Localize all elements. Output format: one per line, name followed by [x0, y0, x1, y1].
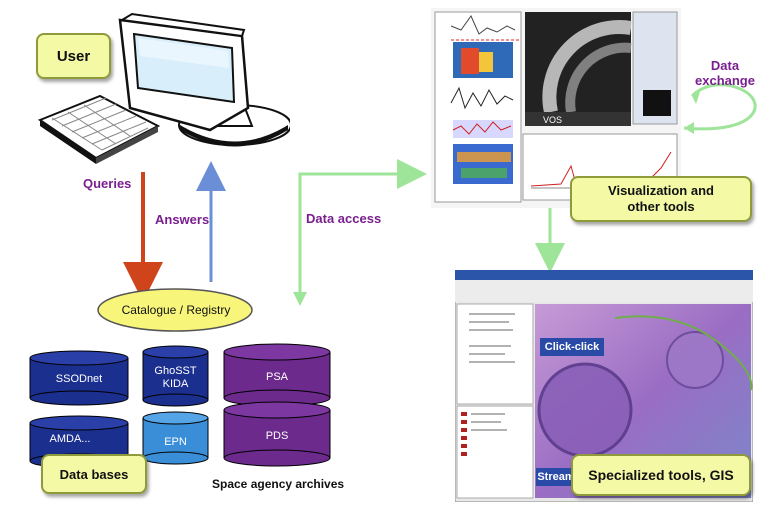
pds-label: PDS: [265, 430, 289, 442]
click-click-badge: Click-click: [540, 338, 604, 356]
ghosst-cylinder: [142, 345, 209, 407]
catalogue-label: Catalogue / Registry: [121, 303, 231, 317]
ssodnet-cylinder: [29, 350, 129, 406]
stream-label: Stream: [537, 471, 575, 483]
data-exchange-loop: [683, 83, 757, 131]
visualization-screenshot: VOS: [431, 8, 681, 208]
catalogue-ellipse: [97, 288, 253, 332]
ghosst-label: GhoSST KIDA: [154, 365, 197, 390]
visualization-callout: Visualization and other tools: [570, 176, 752, 222]
answers-label: Answers: [155, 212, 210, 227]
psa-label: PSA: [265, 371, 288, 383]
user-callout: User: [36, 33, 111, 79]
data-exchange-label: Data exchange: [695, 58, 755, 88]
databases-callout: Data bases: [41, 454, 147, 494]
queries-label: Queries: [83, 176, 132, 191]
computer-icon: [37, 12, 290, 164]
data-access-label: Data access: [306, 211, 382, 226]
stream-badge: Stream: [536, 468, 576, 486]
gis-label: Specialized tools, GIS: [588, 467, 734, 483]
visualization-label: Visualization and other tools: [608, 183, 714, 214]
user-label: User: [56, 47, 91, 65]
psa-cylinder: [223, 343, 331, 407]
ssodnet-label: SSODnet: [55, 373, 103, 385]
databases-label: Data bases: [59, 466, 129, 482]
epn-cylinder: [142, 411, 209, 465]
epn-label: EPN: [164, 436, 187, 448]
gis-callout: Specialized tools, GIS: [571, 454, 751, 496]
data-access-arrow: [298, 159, 427, 298]
archives-label: Space agency archives: [212, 477, 345, 491]
amda-label: AMDA...: [49, 433, 91, 445]
svg-text:VOS: VOS: [543, 115, 562, 125]
pds-cylinder: [223, 401, 331, 467]
click-click-label: Click-click: [544, 341, 600, 353]
